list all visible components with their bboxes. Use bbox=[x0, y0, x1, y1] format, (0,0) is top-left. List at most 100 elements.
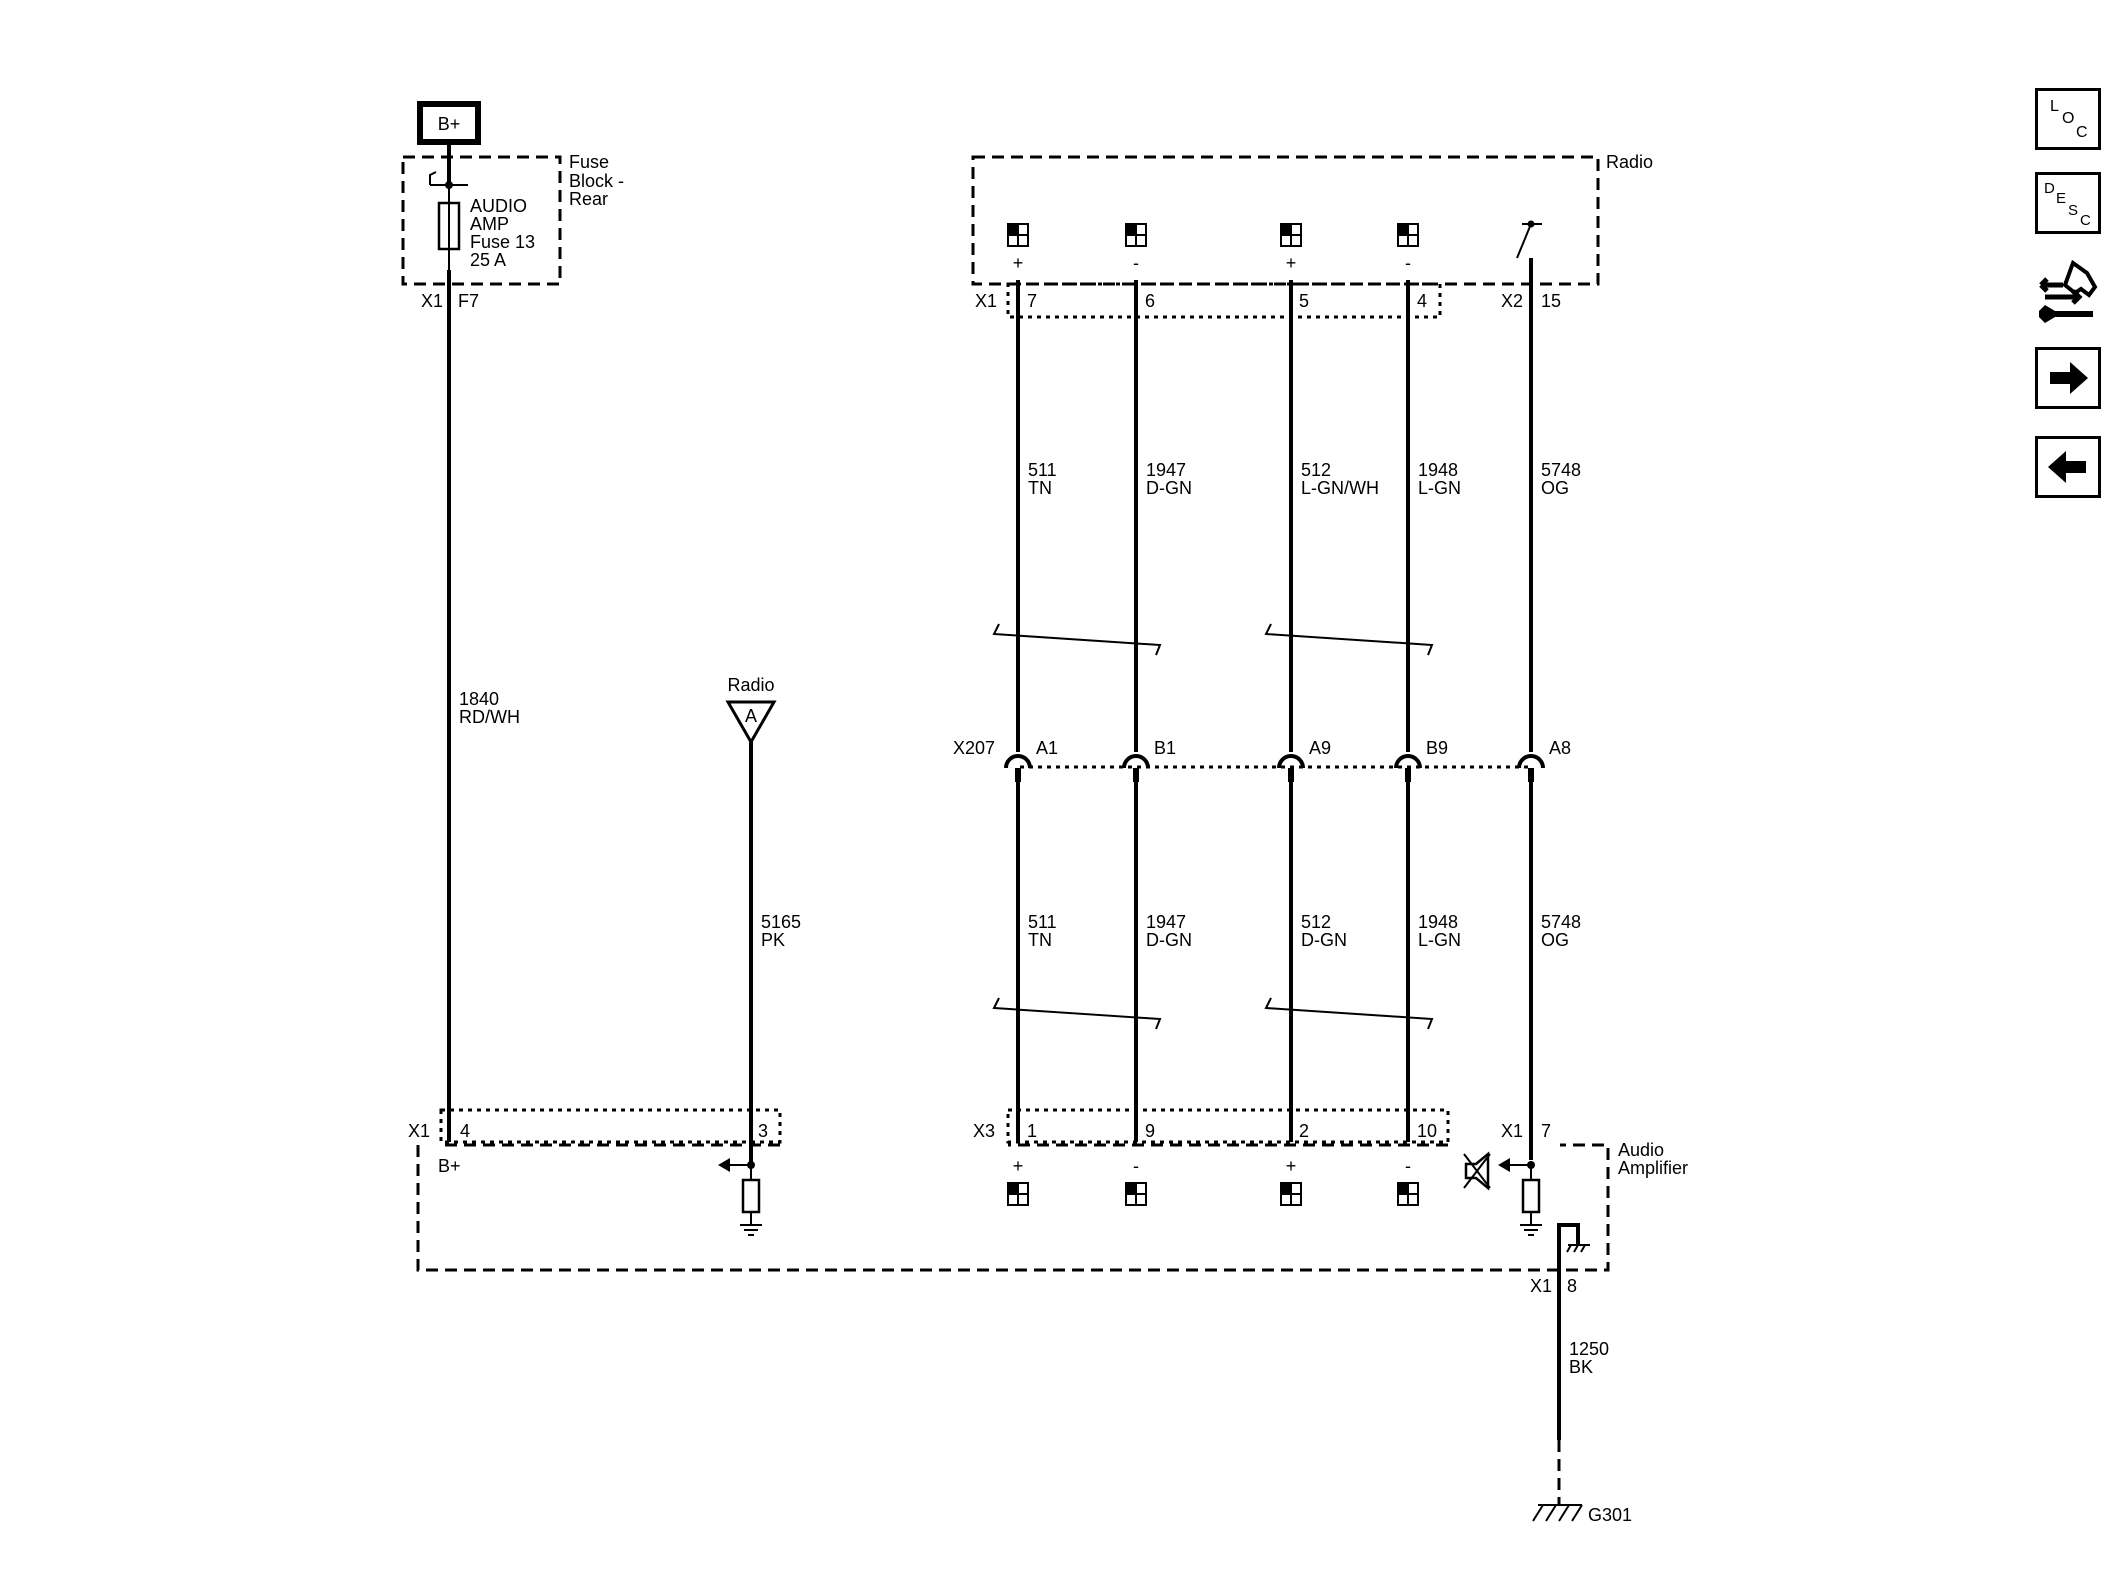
svg-text:L-GN: L-GN bbox=[1418, 478, 1461, 498]
svg-text:4: 4 bbox=[460, 1121, 470, 1141]
svg-text:AUDIO: AUDIO bbox=[470, 196, 527, 216]
svg-text:A1: A1 bbox=[1036, 738, 1058, 758]
svg-text:512: 512 bbox=[1301, 912, 1331, 932]
svg-text:Audio: Audio bbox=[1618, 1140, 1664, 1160]
svg-text:+: + bbox=[1013, 253, 1024, 273]
svg-text:X1: X1 bbox=[1530, 1276, 1552, 1296]
svg-text:X1: X1 bbox=[1501, 1121, 1523, 1141]
svg-text:1948: 1948 bbox=[1418, 460, 1458, 480]
power-source-b-plus: B+ bbox=[417, 101, 481, 145]
svg-text:1947: 1947 bbox=[1146, 460, 1186, 480]
svg-text:15: 15 bbox=[1541, 291, 1561, 311]
svg-text:D-GN: D-GN bbox=[1301, 930, 1347, 950]
svg-text:TN: TN bbox=[1028, 478, 1052, 498]
previous-page-button[interactable] bbox=[2035, 436, 2101, 498]
loc-icon: L O C bbox=[2050, 98, 2088, 141]
svg-text:4: 4 bbox=[1417, 291, 1427, 311]
description-button[interactable]: D E S C bbox=[2035, 172, 2101, 234]
radio-module: Radio bbox=[971, 152, 1653, 286]
svg-text:5: 5 bbox=[1299, 291, 1309, 311]
svg-text:1840: 1840 bbox=[459, 689, 499, 709]
svg-text:511: 511 bbox=[1028, 912, 1057, 932]
fuse-symbol bbox=[437, 185, 461, 270]
svg-text:Amplifier: Amplifier bbox=[1618, 1158, 1688, 1178]
svg-text:X1: X1 bbox=[421, 291, 443, 311]
svg-text:B1: B1 bbox=[1154, 738, 1176, 758]
arrow-left-icon bbox=[2048, 451, 2086, 483]
mute-input-resistor bbox=[1498, 1158, 1542, 1236]
svg-text:5748: 5748 bbox=[1541, 912, 1581, 932]
ground-g301: G301 bbox=[1532, 1504, 1632, 1525]
audio-amplifier: Audio Amplifier bbox=[416, 1140, 1688, 1272]
svg-text:L-GN: L-GN bbox=[1418, 930, 1461, 950]
antenna-input-resistor bbox=[718, 1158, 762, 1236]
svg-text:A8: A8 bbox=[1549, 738, 1571, 758]
svg-text:1250: 1250 bbox=[1569, 1339, 1609, 1359]
inline-connector-x207: X207 A1 B1 A9 B9 A8 bbox=[953, 738, 1571, 782]
svg-text:1947: 1947 bbox=[1146, 912, 1186, 932]
svg-text:Radio: Radio bbox=[1606, 152, 1653, 172]
svg-text:Block -: Block - bbox=[569, 171, 624, 191]
svg-text:2: 2 bbox=[1299, 1121, 1309, 1141]
svg-text:1948: 1948 bbox=[1418, 912, 1458, 932]
lower-wires bbox=[1016, 782, 1533, 1160]
svg-text:+: + bbox=[1013, 1156, 1024, 1176]
svg-text:B+: B+ bbox=[438, 1156, 461, 1176]
svg-text:A: A bbox=[745, 706, 757, 726]
svg-text:25 A: 25 A bbox=[470, 250, 506, 270]
speaker-mute-icon bbox=[1463, 1151, 1491, 1191]
svg-text:RD/WH: RD/WH bbox=[459, 707, 520, 727]
svg-text:1: 1 bbox=[1027, 1121, 1037, 1141]
svg-text:9: 9 bbox=[1145, 1121, 1155, 1141]
svg-text:6: 6 bbox=[1145, 291, 1155, 311]
svg-text:3: 3 bbox=[758, 1121, 768, 1141]
arrow-right-icon bbox=[2050, 362, 2088, 394]
svg-text:TN: TN bbox=[1028, 930, 1052, 950]
svg-text:7: 7 bbox=[1541, 1121, 1551, 1141]
svg-text:OG: OG bbox=[1541, 930, 1569, 950]
svg-text:Rear: Rear bbox=[569, 189, 608, 209]
svg-text:X1: X1 bbox=[408, 1121, 430, 1141]
svg-text:D: D bbox=[2044, 180, 2055, 197]
svg-text:512: 512 bbox=[1301, 460, 1331, 480]
radio-antenna: Radio A 5165 PK bbox=[725, 675, 801, 1165]
upper-wires bbox=[1016, 258, 1533, 752]
wire-1840-rd-wh: 1840 RD/WH bbox=[447, 270, 520, 1142]
upper-wire-labels: 511 TN 1947 D-GN 512 L-GN/WH 1948 L-GN 5… bbox=[1028, 460, 1581, 498]
svg-text:F7: F7 bbox=[458, 291, 479, 311]
svg-text:X207: X207 bbox=[953, 738, 995, 758]
connector-wrench-icon bbox=[2039, 259, 2098, 323]
fuse-block-rear: Fuse Block - Rear AUDIO AMP Fuse 13 25 A bbox=[401, 152, 624, 286]
svg-text:X1: X1 bbox=[975, 291, 997, 311]
svg-text:+: + bbox=[1286, 253, 1297, 273]
radio-output-symbols bbox=[1007, 220, 1542, 259]
svg-text:OG: OG bbox=[1541, 478, 1569, 498]
svg-text:-: - bbox=[1133, 253, 1139, 273]
svg-text:L: L bbox=[2050, 98, 2059, 115]
svg-text:Radio: Radio bbox=[727, 675, 774, 695]
svg-text:G301: G301 bbox=[1588, 1505, 1632, 1525]
twisted-pair-marks-lower bbox=[992, 997, 1434, 1030]
svg-text:E: E bbox=[2056, 190, 2066, 207]
svg-text:8: 8 bbox=[1567, 1276, 1577, 1296]
next-page-button[interactable] bbox=[2035, 347, 2101, 409]
lower-wire-labels: 511 TN 1947 D-GN 512 D-GN 1948 L-GN 5748… bbox=[1028, 912, 1581, 950]
location-button[interactable]: L O C bbox=[2035, 88, 2101, 150]
wire-1250-bk: 1250 BK bbox=[1557, 1270, 1609, 1505]
svg-text:C: C bbox=[2080, 212, 2091, 229]
svg-text:L-GN/WH: L-GN/WH bbox=[1301, 478, 1379, 498]
svg-text:Fuse 13: Fuse 13 bbox=[470, 232, 535, 252]
svg-text:C: C bbox=[2076, 124, 2088, 141]
svg-text:O: O bbox=[2062, 110, 2074, 127]
svg-text:PK: PK bbox=[761, 930, 785, 950]
connector-tool-button[interactable] bbox=[2035, 255, 2101, 329]
amplifier-ground bbox=[1557, 1223, 1590, 1270]
svg-text:10: 10 bbox=[1417, 1121, 1437, 1141]
svg-text:A9: A9 bbox=[1309, 738, 1331, 758]
svg-text:S: S bbox=[2068, 202, 2078, 219]
svg-text:X3: X3 bbox=[973, 1121, 995, 1141]
svg-text:Fuse: Fuse bbox=[569, 152, 609, 172]
svg-text:D-GN: D-GN bbox=[1146, 478, 1192, 498]
svg-text:511: 511 bbox=[1028, 460, 1057, 480]
